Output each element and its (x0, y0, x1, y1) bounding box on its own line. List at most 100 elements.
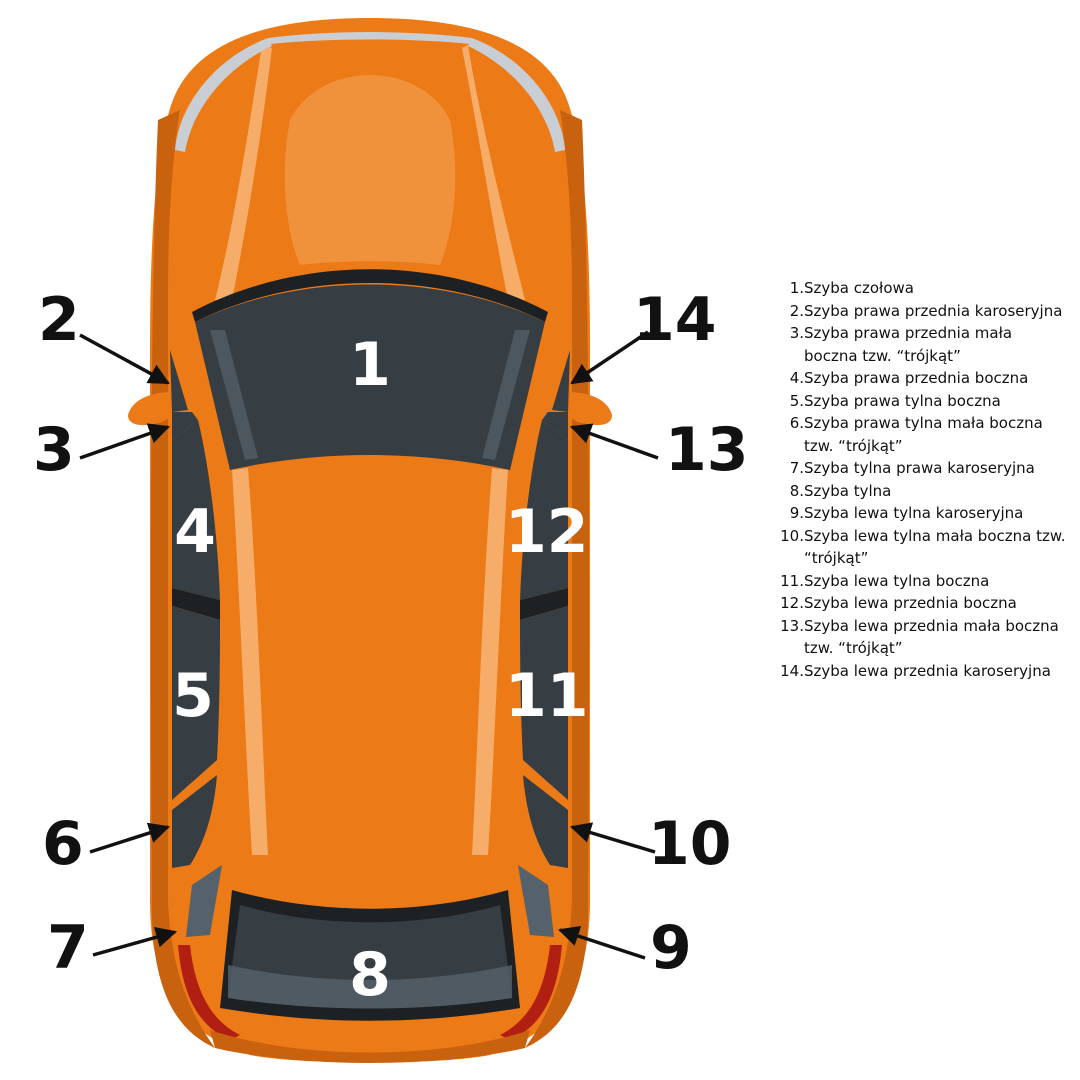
callout-10: 10 (648, 809, 732, 879)
legend-item-text: Szyba prawa przednia karoseryjna (804, 301, 1063, 320)
legend-item: 11.Szyba lewa tylna boczna (778, 570, 1068, 593)
body-shade-left (150, 110, 215, 1048)
windshield-reflection-right (482, 330, 530, 460)
legend-item-text: Szyba lewa przednia mała boczna tzw. “tr… (804, 616, 1059, 658)
callout-14: 14 (633, 285, 717, 355)
hood-highlight-right (462, 45, 525, 300)
mirror-right (565, 392, 612, 426)
legend-item-number: 13. (780, 616, 804, 635)
glass-4-front-door-right (172, 420, 220, 600)
legend-item: 13.Szyba lewa przednia mała boczna tzw. … (778, 615, 1068, 660)
legend-item-number: 6. (789, 414, 804, 432)
legend-item-number: 5. (789, 391, 804, 410)
tail-light-left (178, 945, 240, 1040)
mirror-left (128, 392, 175, 426)
legend-item-number: 1. (789, 279, 804, 297)
rear-window-reflection (228, 965, 512, 1009)
roof-highlight-right (472, 468, 508, 855)
roof-highlight-left (232, 468, 268, 855)
glass-9-rear-quarter-left (518, 865, 554, 937)
legend-item-number: 14. (780, 661, 804, 680)
legend-item: 5.Szyba prawa tylna boczna (778, 390, 1068, 413)
arrow-3 (79, 423, 170, 460)
legend-item-text: Szyba tylna (804, 481, 892, 500)
glass-12-front-door-left (520, 420, 568, 600)
legend-item-text: Szyba prawa tylna mała boczna tzw. “trój… (804, 414, 1043, 455)
legend-item: 1.Szyba czołowa (778, 277, 1068, 300)
callout-3: 3 (33, 415, 75, 485)
legend-item: 4.Szyba prawa przednia boczna (778, 367, 1068, 390)
legend-item-text: Szyba czołowa (804, 279, 914, 297)
legend-item: 7.Szyba tylna prawa karoseryjna (778, 457, 1068, 480)
arrow-7 (92, 926, 178, 957)
legend-item-number: 2. (789, 301, 804, 320)
glass-7-rear-quarter-right (186, 865, 222, 937)
callout-9: 9 (650, 913, 692, 983)
legend-item-number: 12. (780, 594, 804, 612)
glass-14-front-quarter-left (552, 350, 570, 412)
tail-light-right (500, 945, 562, 1040)
legend-item: 8.Szyba tylna (778, 480, 1068, 503)
glass-label-8: 8 (349, 940, 391, 1010)
legend-item-text: Szyba lewa tylna karoseryjna (804, 504, 1024, 522)
glass-label-11: 11 (505, 661, 589, 731)
hood-glow (284, 75, 456, 265)
callout-2: 2 (38, 285, 80, 355)
legend-item-number: 3. (789, 324, 804, 342)
rear-bumper-shadow (210, 1030, 530, 1063)
legend-item-number: 4. (789, 369, 804, 387)
arrow-9 (558, 925, 646, 960)
legend-item-text: Szyba lewa przednia karoseryjna (804, 661, 1051, 680)
glass-label-12: 12 (505, 497, 589, 567)
arrow-2 (79, 333, 170, 385)
glass-6-rear-triangle-right (172, 775, 217, 868)
glass-3-front-triangle-right (172, 412, 198, 440)
arrow-10 (569, 822, 656, 854)
callout-13: 13 (665, 415, 749, 485)
glass-label-5: 5 (172, 661, 214, 731)
legend-item-text: Szyba prawa tylna boczna (804, 391, 1001, 410)
headlight-right (468, 38, 565, 152)
pillar-left (520, 588, 568, 620)
hood-highlight-left (215, 45, 272, 300)
legend-item-text: Szyba lewa tylna mała boczna tzw. “trójk… (804, 526, 1066, 568)
legend-item: 6.Szyba prawa tylna mała boczna tzw. “tr… (778, 412, 1068, 457)
legend-item: 2.Szyba prawa przednia karoseryjna (778, 300, 1068, 323)
headlight-left (175, 38, 272, 152)
legend-item: 3.Szyba prawa przednia mała boczna tzw. … (778, 322, 1068, 367)
arrow-14 (570, 330, 649, 385)
pillar-right (172, 588, 220, 620)
glass-5-rear-door-right (172, 606, 220, 800)
callout-7: 7 (47, 913, 89, 983)
body-shade-right (525, 110, 590, 1048)
glass-label-1: 1 (349, 330, 391, 400)
glass-11-rear-door-left (520, 606, 568, 800)
legend-item-text: Szyba tylna prawa karoseryjna (804, 459, 1035, 477)
glass-13-front-triangle-left (542, 412, 568, 440)
windshield-trim (192, 269, 548, 322)
legend-item-text: Szyba prawa przednia mała boczna tzw. “t… (804, 324, 1013, 365)
callout-6: 6 (42, 809, 84, 879)
legend-item: 14.Szyba lewa przednia karoseryjna (778, 660, 1068, 683)
legend-item: 9.Szyba lewa tylna karoseryjna (778, 502, 1068, 525)
legend-item-text: Szyba lewa przednia boczna (804, 594, 1017, 612)
legend-item: 10.Szyba lewa tylna mała boczna tzw. “tr… (778, 525, 1068, 570)
legend-item-number: 8. (789, 481, 804, 500)
legend-item-text: Szyba lewa tylna boczna (804, 571, 990, 590)
glass-label-4: 4 (174, 497, 216, 567)
arrow-6 (89, 822, 170, 854)
legend-item-number: 10. (780, 526, 804, 545)
legend-item-text: Szyba prawa przednia boczna (804, 369, 1029, 387)
glass-10-rear-triangle-left (523, 775, 568, 868)
windshield-reflection-left (210, 330, 258, 460)
legend-item-number: 7. (789, 459, 804, 477)
glass-1-windshield (195, 284, 545, 470)
grille-chrome (268, 32, 472, 44)
legend-item-number: 11. (780, 571, 804, 590)
legend-item-number: 9. (789, 504, 804, 522)
glass-2-front-quarter-right (170, 350, 188, 412)
arrow-13 (570, 423, 659, 460)
legend-item: 12.Szyba lewa przednia boczna (778, 592, 1068, 615)
